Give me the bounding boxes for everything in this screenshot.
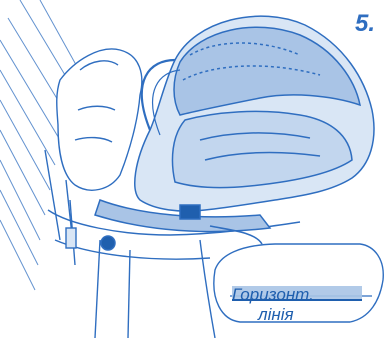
step-number: 5. [355, 12, 375, 36]
level-label-line1: Горизонт. [232, 286, 314, 303]
infant-carrier [95, 16, 374, 250]
level-label-line2: лінія [258, 306, 294, 323]
level-indicator-icon [214, 244, 383, 322]
